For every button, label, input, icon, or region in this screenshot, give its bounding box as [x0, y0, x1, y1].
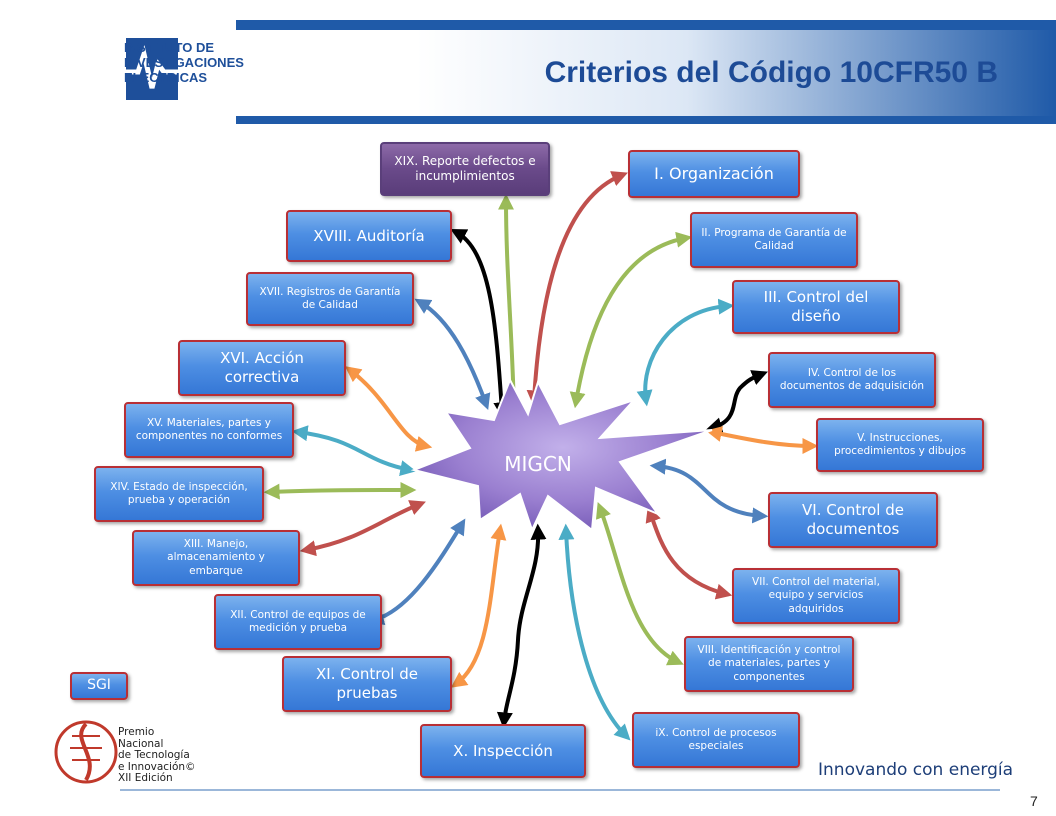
logo-line-2: INVESTIGACIONES — [124, 55, 244, 70]
node-xviii-auditoria[interactable]: XVIII. Auditoría — [286, 210, 452, 262]
premio-line-4: e Innovación© — [118, 760, 196, 773]
page-number: 7 — [1030, 793, 1038, 809]
arrow-xiii — [299, 500, 426, 557]
node-xi-control-pruebas[interactable]: XI. Control de pruebas — [282, 656, 452, 712]
arrow-vii — [645, 505, 733, 600]
arrow-xiv — [263, 482, 417, 500]
logo-line-1: INSTITUTO DE — [124, 40, 215, 55]
node-ii-programa-garantia[interactable]: II. Programa de Garantía de Calidad — [690, 212, 858, 268]
arrow-xvi — [344, 366, 433, 452]
node-xix-reporte-defectos[interactable]: XIX. Reporte defectos e incumplimientos — [380, 142, 550, 196]
center-label: MIGCN — [504, 452, 572, 476]
premio-line-2: Nacional — [118, 737, 164, 750]
node-vii-control-material[interactable]: VII. Control del material, equipo y serv… — [732, 568, 900, 624]
arrow-ii — [569, 231, 693, 409]
logo-text: INSTITUTO DE INVESTIGACIONES ELECTRICAS — [124, 40, 244, 85]
node-viii-identificacion-control[interactable]: VIII. Identificación y control de materi… — [684, 636, 854, 692]
center-star — [410, 377, 713, 533]
node-xvii-registros-garantia[interactable]: XVII. Registros de Garantía de Calidad — [246, 272, 414, 326]
arrow-ix — [558, 523, 631, 741]
premio-line-1: Premio — [118, 726, 155, 738]
node-iv-control-documentos-adquisicion[interactable]: IV. Control de los documentos de adquisi… — [768, 352, 936, 408]
iie-logo — [126, 38, 178, 100]
node-x-inspeccion[interactable]: X. Inspección — [420, 724, 586, 778]
arrow-vi — [649, 458, 769, 524]
premio-line-3: de Tecnología — [118, 749, 190, 761]
arrow-x — [496, 523, 547, 729]
arrow-xv — [291, 425, 417, 476]
premio-text: Premio Nacional de Tecnología e Innovaci… — [118, 726, 196, 785]
arrow-xi — [450, 523, 507, 688]
logo-line-3: ELECTRICAS — [124, 70, 208, 85]
header-band — [236, 20, 1056, 124]
page-title: Criterios del Código 10CFR50 B — [544, 56, 998, 89]
arrow-viii — [595, 502, 684, 666]
arrow-xvii — [414, 298, 491, 411]
node-iii-control-diseno[interactable]: III. Control del diseño — [732, 280, 900, 334]
premio-line-5: XII Edición — [118, 772, 173, 784]
arrow-v — [705, 426, 819, 454]
node-v-instrucciones[interactable]: V. Instrucciones, procedimientos y dibuj… — [816, 418, 984, 472]
node-xiii-manejo-almacenamiento[interactable]: XIII. Manejo, almacenamiento y embarque — [132, 530, 300, 586]
node-vi-control-documentos[interactable]: VI. Control de documentos — [768, 492, 938, 548]
sgi-button[interactable]: SGI — [70, 672, 128, 700]
arrow-xii — [367, 518, 466, 626]
node-xii-control-equipos[interactable]: XII. Control de equipos de medición y pr… — [214, 594, 382, 650]
node-xvi-accion-correctiva[interactable]: XVI. Acción correctiva — [178, 340, 346, 396]
premio-emblem — [54, 720, 118, 784]
node-xv-materiales-no-conformes[interactable]: XV. Materiales, partes y componentes no … — [124, 402, 294, 458]
arrow-iv — [705, 370, 768, 434]
node-i-organizacion[interactable]: I. Organización — [628, 150, 800, 198]
node-xiv-estado-inspeccion[interactable]: XIV. Estado de inspección, prueba y oper… — [94, 466, 264, 522]
arrow-xviii — [450, 228, 510, 419]
arrow-i — [526, 171, 628, 407]
node-ix-control-procesos[interactable]: iX. Control de procesos especiales — [632, 712, 800, 768]
motto-text: Innovando con energía — [818, 760, 1014, 780]
arrow-iii — [636, 298, 735, 407]
